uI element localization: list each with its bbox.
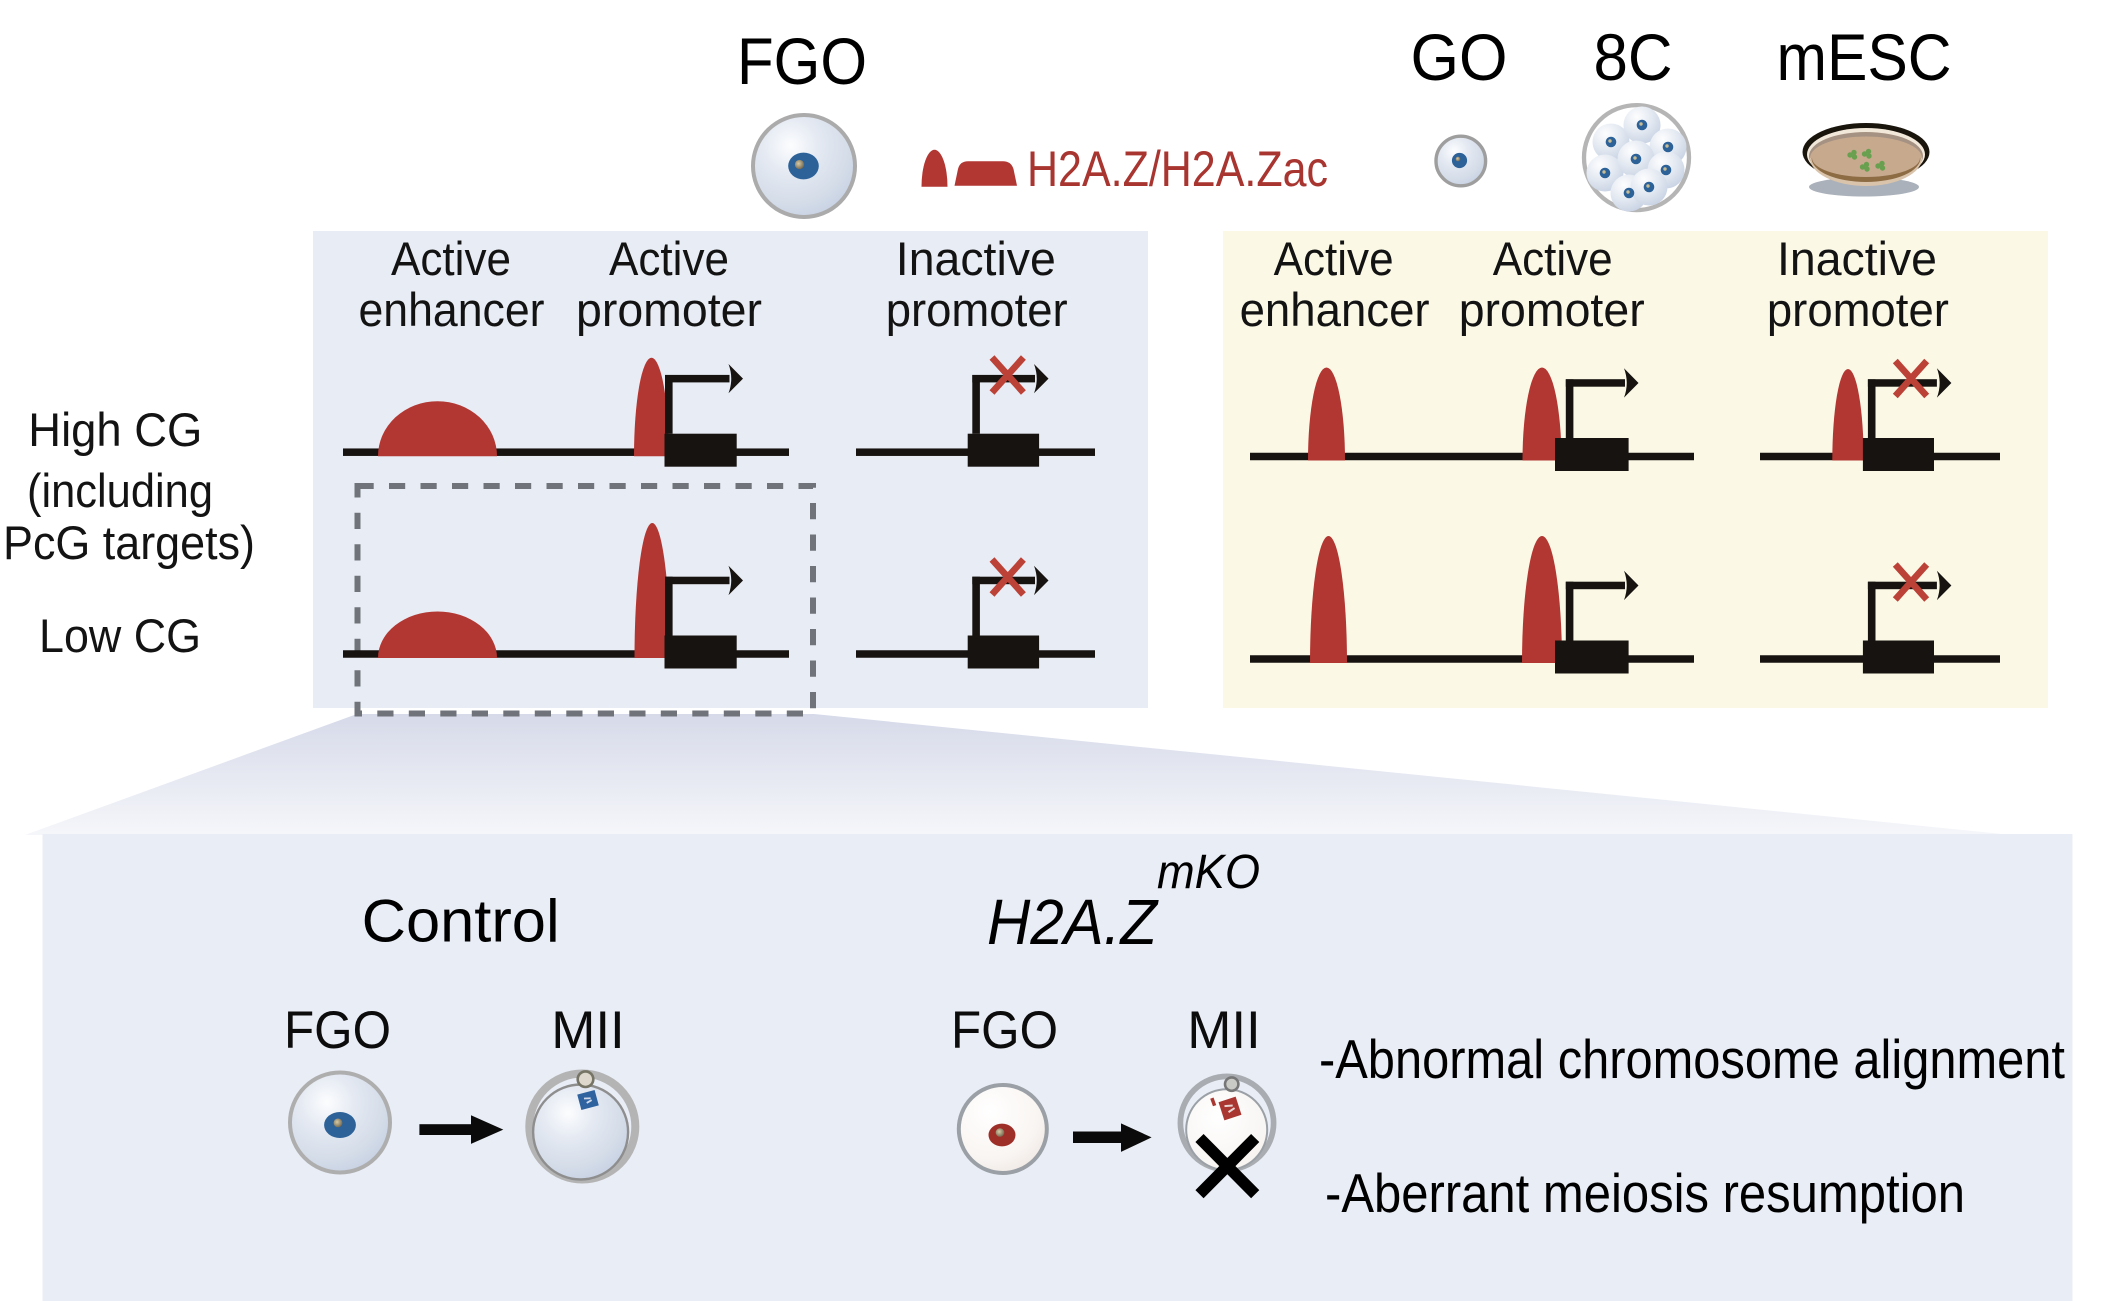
svg-text:MII: MII — [551, 1001, 625, 1060]
svg-text:Active: Active — [1274, 232, 1394, 285]
svg-text:-Aberrant meiosis resumption: -Aberrant meiosis resumption — [1325, 1162, 1965, 1224]
svg-text:H2A.Z: H2A.Z — [987, 886, 1159, 958]
svg-text:8C: 8C — [1594, 20, 1673, 94]
svg-text:GO: GO — [1411, 20, 1508, 94]
svg-text:promoter: promoter — [1459, 283, 1645, 336]
svg-text:Active: Active — [391, 232, 511, 285]
svg-text:Control: Control — [362, 888, 560, 955]
svg-text:promoter: promoter — [1767, 283, 1949, 336]
svg-text:Inactive: Inactive — [896, 232, 1056, 285]
svg-text:MII: MII — [1187, 1001, 1261, 1060]
svg-text:promoter: promoter — [576, 283, 762, 336]
svg-text:-Abnormal chromosome alignment: -Abnormal chromosome alignment — [1319, 1028, 2065, 1090]
svg-text:Inactive: Inactive — [1777, 232, 1937, 285]
svg-text:Active: Active — [609, 232, 729, 285]
svg-text:FGO: FGO — [737, 24, 867, 98]
svg-text:PcG targets): PcG targets) — [3, 516, 255, 569]
svg-text:mESC: mESC — [1777, 20, 1952, 94]
svg-text:promoter: promoter — [886, 283, 1068, 336]
svg-text:(including: (including — [27, 464, 213, 517]
svg-text:FGO: FGO — [951, 1001, 1058, 1060]
svg-text:enhancer: enhancer — [1240, 283, 1430, 336]
svg-text:enhancer: enhancer — [359, 283, 545, 336]
svg-text:mKO: mKO — [1157, 846, 1260, 899]
svg-text:FGO: FGO — [284, 1001, 391, 1060]
svg-text:Low CG: Low CG — [39, 609, 201, 662]
svg-text:H2A.Z/H2A.Zac: H2A.Z/H2A.Zac — [1027, 141, 1328, 197]
svg-text:High CG: High CG — [28, 403, 202, 456]
svg-text:Active: Active — [1493, 232, 1613, 285]
